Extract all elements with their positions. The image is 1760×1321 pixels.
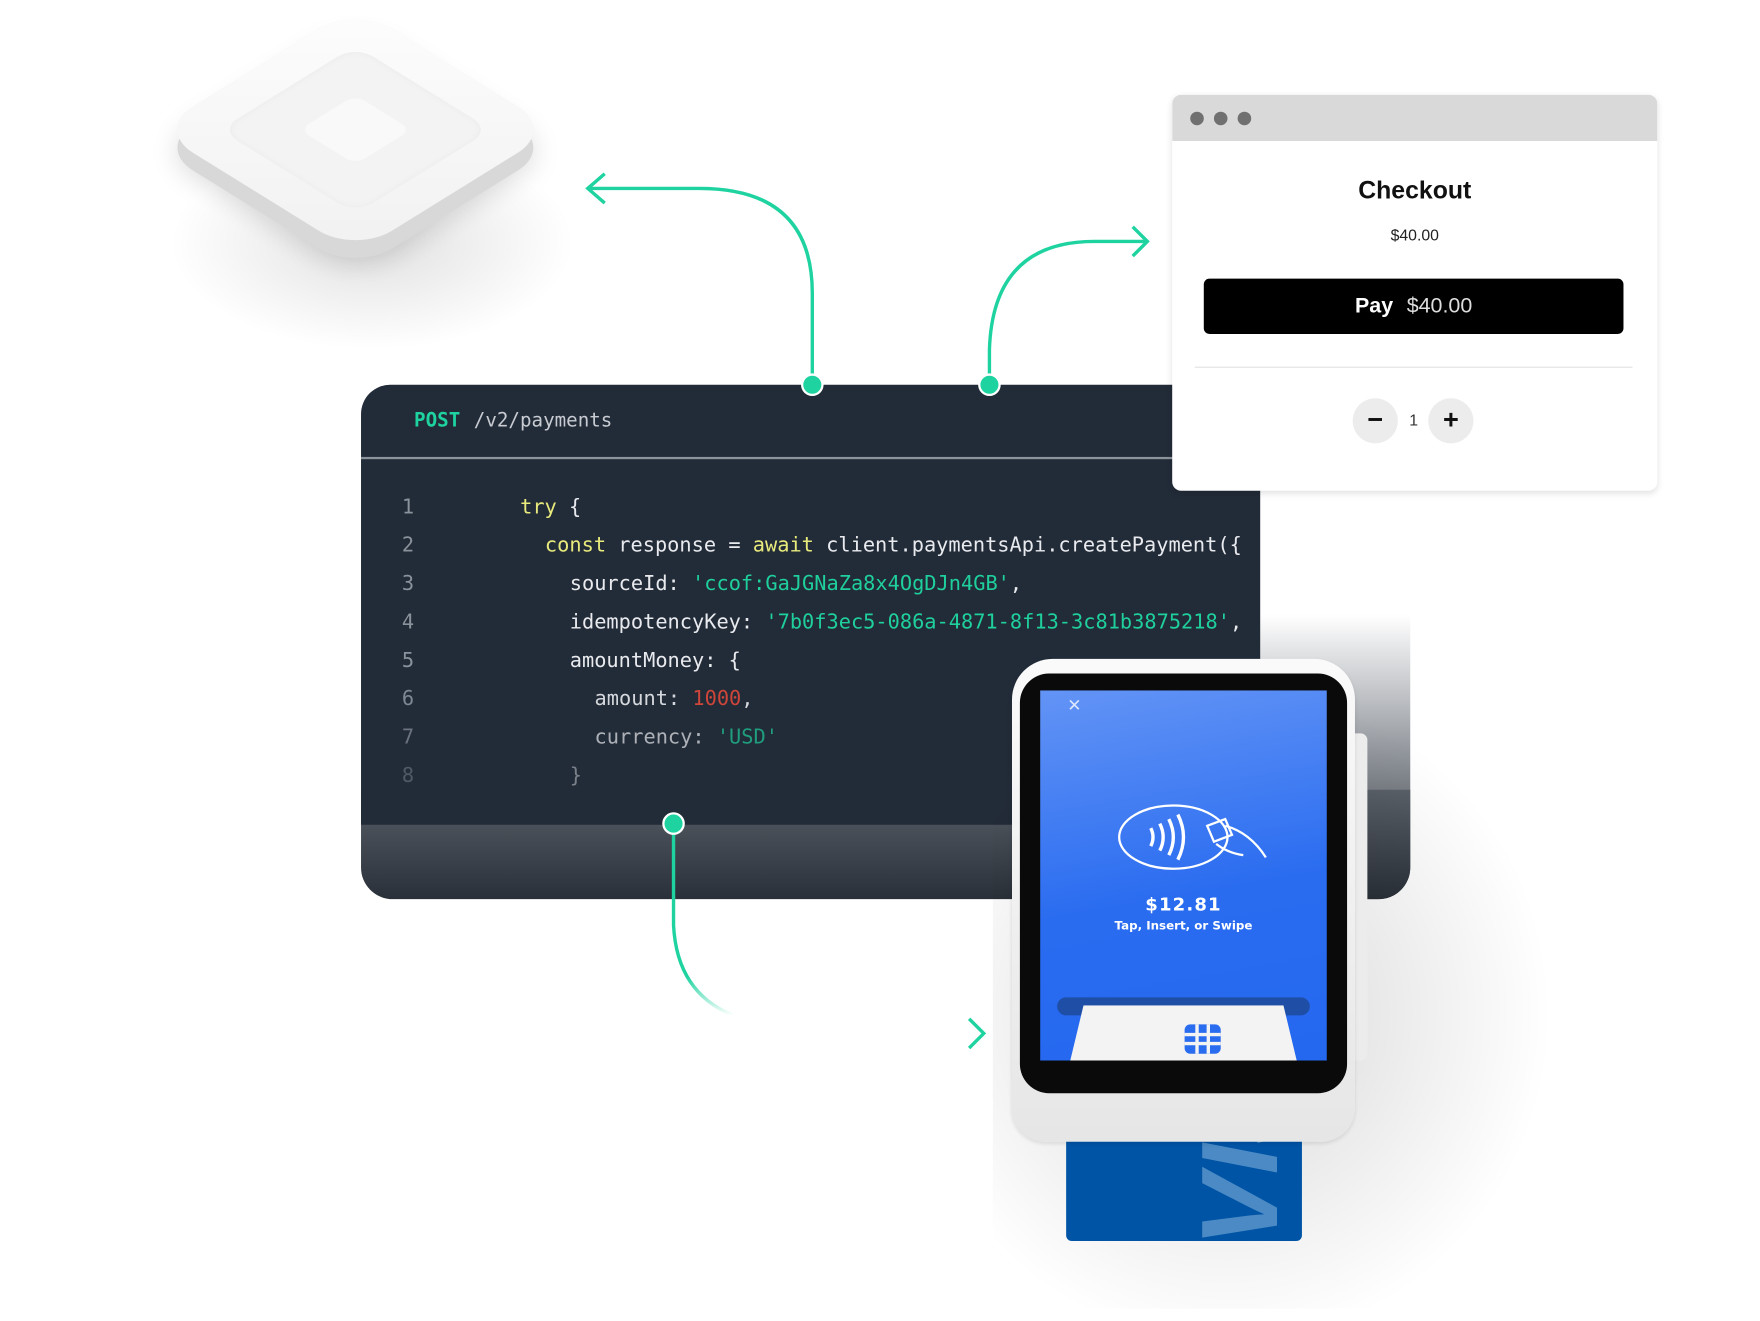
code-line: 8} <box>361 757 1260 795</box>
code-token: try <box>520 495 557 519</box>
code-token: 1000 <box>692 687 742 711</box>
window-dot-icon[interactable] <box>1190 111 1204 125</box>
increment-button[interactable]: + <box>1428 398 1474 444</box>
code-token: amountMoney: { <box>569 648 741 673</box>
endpoint-path: /v2/payments <box>473 409 613 433</box>
code-token: await <box>752 533 814 558</box>
line-number: 6 <box>401 687 415 711</box>
contactless-tap-icon <box>1118 804 1267 870</box>
line-number: 5 <box>401 648 415 673</box>
pay-button[interactable]: Pay $40.00 <box>1203 278 1624 334</box>
arrowhead-right-icon <box>967 1017 987 1050</box>
minus-icon: − <box>1367 405 1384 436</box>
card-illustration <box>1067 1005 1300 1061</box>
code-line: 7 currency: 'USD' <box>361 719 1260 757</box>
window-dot-icon[interactable] <box>1237 111 1252 125</box>
arrow-to-terminal-a <box>671 823 734 1017</box>
code-token: , <box>741 687 754 711</box>
line-number: 1 <box>401 495 415 519</box>
terminal-amount: $12.81 <box>1145 893 1222 915</box>
code-line: 6 amount: 1000, <box>361 680 1260 718</box>
decrement-button[interactable]: − <box>1352 398 1398 444</box>
window-dot-icon[interactable] <box>1213 111 1228 125</box>
code-token: '7b0f3ec5-086a-4871-8f13-3c81b3875218' <box>765 610 1230 635</box>
code-token: } <box>569 763 582 788</box>
arrow-to-checkout <box>987 239 1147 385</box>
line-number: 7 <box>401 725 415 750</box>
divider <box>1194 366 1633 368</box>
arrowhead-right-icon <box>1131 225 1150 258</box>
code-token: { <box>556 495 582 519</box>
code-line: 2 const response = await client.paymentsA… <box>361 527 1260 565</box>
code-token: idempotencyKey: <box>569 610 766 635</box>
code-token: , <box>1009 571 1023 596</box>
window-titlebar <box>1172 94 1658 142</box>
pay-amount: $40.00 <box>1406 293 1473 318</box>
code-token: 'USD' <box>716 725 778 750</box>
checkout-price: $40.00 <box>1390 225 1439 244</box>
connector-dot <box>978 373 1001 396</box>
connector-dot <box>662 812 685 835</box>
close-icon[interactable]: ✕ <box>1067 696 1082 716</box>
terminal-screen: ✕ $12.81 Tap, Insert, or Swipe <box>1040 690 1327 1061</box>
code-token: 'ccof:GaJGNaZa8x4OgDJn4GB' <box>692 571 1010 596</box>
pay-label: Pay <box>1355 293 1394 318</box>
code-line: 4 idempotencyKey: '7b0f3ec5-086a-4871-8f1… <box>361 604 1260 642</box>
connector-dot <box>801 373 824 396</box>
http-method: POST <box>414 409 461 433</box>
code-block: 1 try {2 const response = await client.pay… <box>361 459 1260 795</box>
endpoint-header: POST /v2/payments <box>361 385 1261 460</box>
code-token: response = <box>606 533 753 558</box>
code-token: amount: <box>594 687 693 711</box>
code-line: 1 try { <box>361 489 1260 527</box>
checkout-window: Checkout $40.00 Pay $40.00 − 1 + <box>1172 94 1658 491</box>
code-token: sourceId: <box>569 571 693 596</box>
arrow-to-reader <box>588 186 814 385</box>
code-token: client.paymentsApi.createPayment({ <box>813 533 1242 558</box>
terminal-instruction: Tap, Insert, or Swipe <box>1114 919 1253 934</box>
checkout-title: Checkout <box>1358 175 1472 205</box>
code-token: , <box>1229 610 1243 635</box>
quantity-value: 1 <box>1409 410 1419 429</box>
card-chip-icon <box>1184 1024 1221 1054</box>
code-token: currency: <box>594 725 717 750</box>
code-token: const <box>544 533 607 558</box>
arrowhead-left-icon <box>585 172 606 205</box>
line-number: 4 <box>401 610 415 635</box>
code-line: 5 amountMoney: { <box>361 642 1260 680</box>
line-number: 8 <box>401 763 415 788</box>
code-line: 3 sourceId: 'ccof:GaJGNaZa8x4OgDJn4GB', <box>361 565 1260 603</box>
plus-icon: + <box>1442 405 1459 436</box>
line-number: 3 <box>401 571 415 596</box>
line-number: 2 <box>401 533 415 558</box>
